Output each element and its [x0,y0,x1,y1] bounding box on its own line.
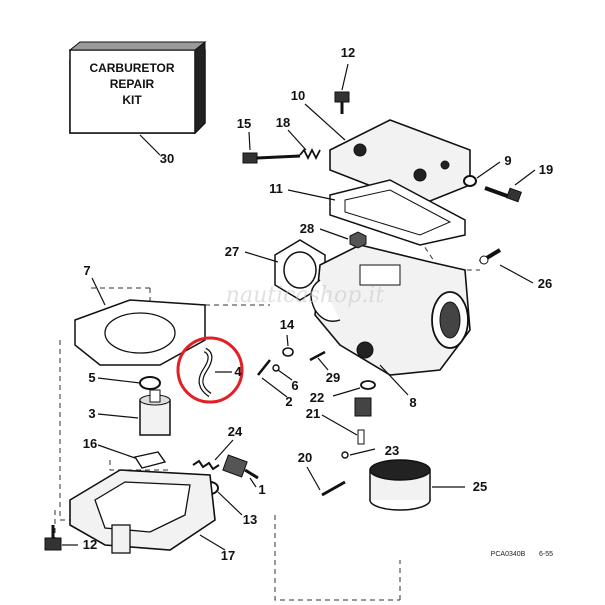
callout-23: 23 [385,443,399,458]
callout-26: 26 [538,276,552,291]
callout-13: 13 [243,512,257,527]
part-27-gasket [274,239,326,301]
callout-19: 19 [539,162,553,177]
callout-20: 20 [298,450,312,465]
part-12-bottom-screw [44,525,62,551]
part-22-washer [360,380,376,390]
part-25-float [369,459,431,511]
part-6-ball [272,364,280,372]
callout-27: 27 [225,244,239,259]
part-1-needle-valve [222,454,259,480]
callout-14: 14 [280,317,295,332]
part-9-washer [463,175,477,187]
part-29-screw [309,350,326,362]
repair-kit-box: CARBURETOR REPAIR KIT [68,40,207,135]
callout-16: 16 [83,436,97,451]
kit-label-line3: KIT [122,93,142,107]
callout-15: 15 [237,116,251,131]
part-23-ball [341,451,349,459]
callout-24: 24 [228,424,243,439]
part-2-screw [257,359,271,376]
callout-29: 29 [326,370,340,385]
part-15-screw [242,152,301,164]
part-16-gasket [133,451,167,469]
part-4-tube [198,347,213,398]
callout-25: 25 [473,479,487,494]
part-24-spring [192,459,220,471]
part-14-washer [282,347,294,357]
callout-5: 5 [88,370,95,385]
highlight-circle [176,336,244,404]
callout-17: 17 [221,548,235,563]
part-7-gasket [74,299,206,366]
callout-28: 28 [300,221,314,236]
callout-18: 18 [276,115,290,130]
callout-30: 30 [160,151,174,166]
part-26-fitting [478,248,502,265]
kit-label-line2: REPAIR [110,77,155,91]
callout-numbers: 12 10 15 18 11 9 19 28 27 26 7 5 3 16 4 … [83,45,553,563]
part-3-valve [139,389,171,436]
part-12-top-screw [334,91,350,114]
callout-21: 21 [306,406,320,421]
callout-2: 2 [285,394,292,409]
callout-6: 6 [291,378,298,393]
callout-4: 4 [234,364,242,379]
callout-7: 7 [83,263,90,278]
callout-1: 1 [258,482,265,497]
figure-code: PCA0340B [491,551,526,558]
part-18-spring [299,147,321,161]
part-11-gasket [329,179,466,246]
part-5-oring [139,376,161,390]
callout-8: 8 [409,395,416,410]
page-number: 6-55 [539,551,553,558]
callout-9: 9 [504,153,511,168]
watermark: nauticashop.it [226,283,385,308]
callout-10: 10 [291,88,305,103]
part-17-float-bowl [69,469,216,554]
callout-22: 22 [310,390,324,405]
kit-label-line1: CARBURETOR [89,61,174,75]
callout-3: 3 [88,406,95,421]
part-19-screw [484,186,522,203]
carburetor-body [310,244,471,376]
part-28-nut [349,231,367,249]
leader-lines [62,63,536,551]
part-21-jet [354,397,372,445]
callout-11: 11 [269,181,283,196]
callout-12-bottom: 12 [83,537,97,552]
callout-12-top: 12 [341,45,355,60]
part-20-screw [321,480,346,497]
